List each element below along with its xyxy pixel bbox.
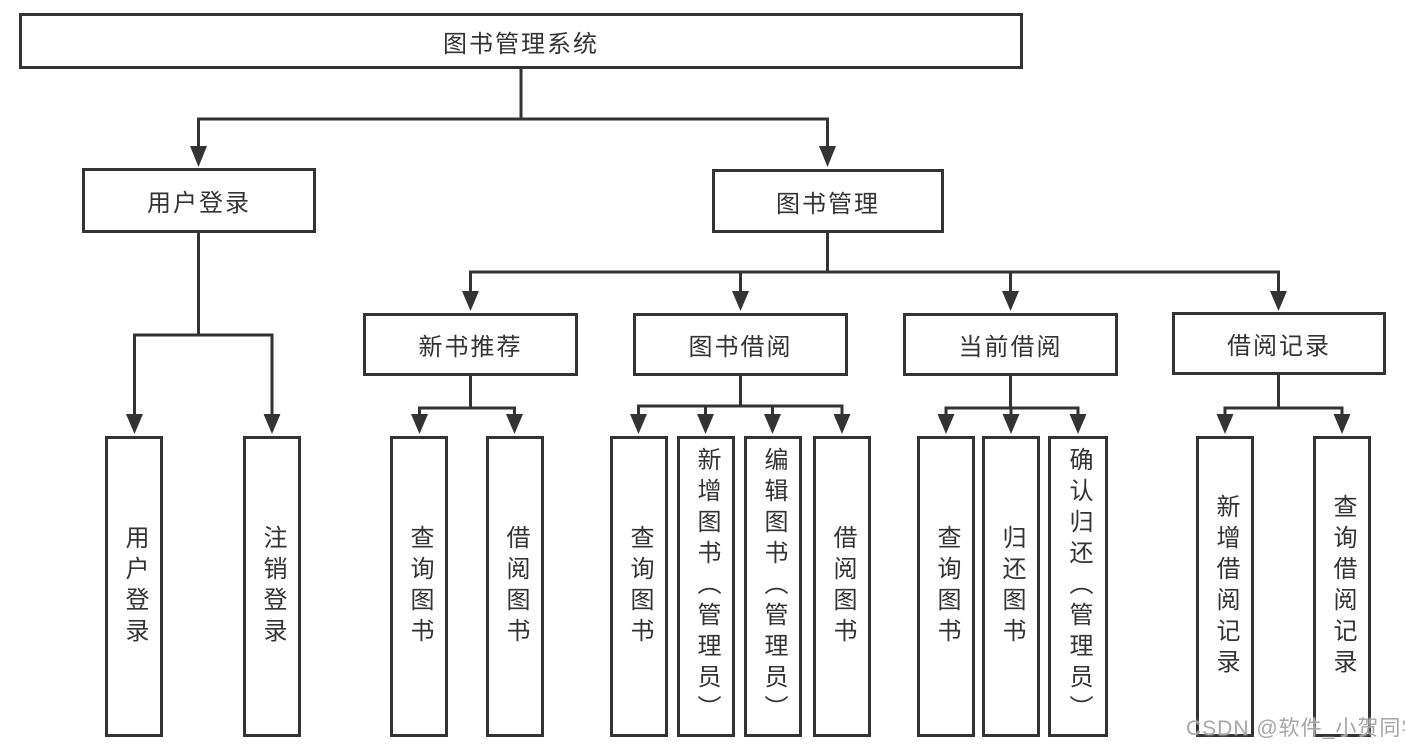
arrowhead-icon <box>833 414 851 434</box>
node-current-borrow: 当前借阅 <box>903 313 1118 376</box>
node-new-book-recommend: 新书推荐 <box>363 313 578 376</box>
arrowhead-icon <box>263 414 281 434</box>
arrowhead-icon <box>190 146 207 167</box>
arrowhead-icon <box>732 291 749 311</box>
leaf-edit-books-admin: 编辑图书（管理员） <box>744 436 802 737</box>
arrowhead-icon <box>630 414 647 434</box>
arrowhead-icon <box>411 414 428 434</box>
arrowhead-icon <box>1002 291 1019 311</box>
leaf-return-books: 归还图书 <box>982 436 1040 737</box>
connector-line <box>1223 374 1344 416</box>
connector-user-login-to-leaves <box>126 232 281 434</box>
leaf-borrow-books-recommend: 借阅图书 <box>486 436 544 737</box>
leaf-borrow-books: 借阅图书 <box>813 436 871 737</box>
leaf-query-books-current: 查询图书 <box>917 436 975 737</box>
connector-current-borrow-to-leaves <box>937 375 1087 434</box>
connector-line <box>197 68 829 147</box>
leaf-logout: 注销登录 <box>243 436 301 737</box>
leaf-query-books-recommend: 查询图书 <box>390 436 448 737</box>
connector-borrow-records-to-leaves <box>1216 374 1351 434</box>
arrowhead-icon <box>462 291 479 311</box>
connector-new-book-recommend-to-leaves <box>411 375 523 434</box>
connector-root-to-level2 <box>190 68 836 167</box>
connector-line <box>133 232 274 416</box>
node-borrow-records: 借阅记录 <box>1172 312 1386 375</box>
node-book-borrow: 图书借阅 <box>633 313 848 376</box>
leaf-user-login: 用户登录 <box>105 436 163 737</box>
connector-book-management-to-level3 <box>462 232 1287 311</box>
leaf-confirm-return-admin: 确认归还（管理员） <box>1048 436 1108 737</box>
connector-book-borrow-to-leaves <box>630 375 851 434</box>
leaf-add-borrow-record: 新增借阅记录 <box>1196 436 1254 737</box>
leaf-add-books-admin: 新增图书（管理员） <box>677 436 735 737</box>
arrowhead-icon <box>506 414 523 434</box>
arrowhead-icon <box>1270 291 1287 311</box>
arrowhead-icon <box>937 414 955 434</box>
connector-line <box>469 232 1280 293</box>
node-user-login: 用户登录 <box>82 168 316 233</box>
arrowhead-icon <box>1333 414 1351 434</box>
arrowhead-icon <box>697 414 714 434</box>
connector-line <box>418 375 516 416</box>
arrowhead-icon <box>764 414 781 434</box>
node-book-management: 图书管理 <box>712 169 944 233</box>
watermark: CSDN @软件_小贺同学 <box>1186 717 1405 740</box>
leaf-query-books-borrow: 查询图书 <box>610 436 668 737</box>
leaf-query-borrow-record: 查询借阅记录 <box>1313 436 1371 737</box>
connector-line <box>944 375 1080 416</box>
arrowhead-icon <box>1069 414 1087 434</box>
arrowhead-icon <box>819 146 836 167</box>
arrowhead-icon <box>126 414 143 434</box>
node-library-management-system: 图书管理系统 <box>19 13 1023 69</box>
arrowhead-icon <box>1216 414 1234 434</box>
connector-line <box>637 375 844 416</box>
arrowhead-icon <box>1002 414 1020 434</box>
